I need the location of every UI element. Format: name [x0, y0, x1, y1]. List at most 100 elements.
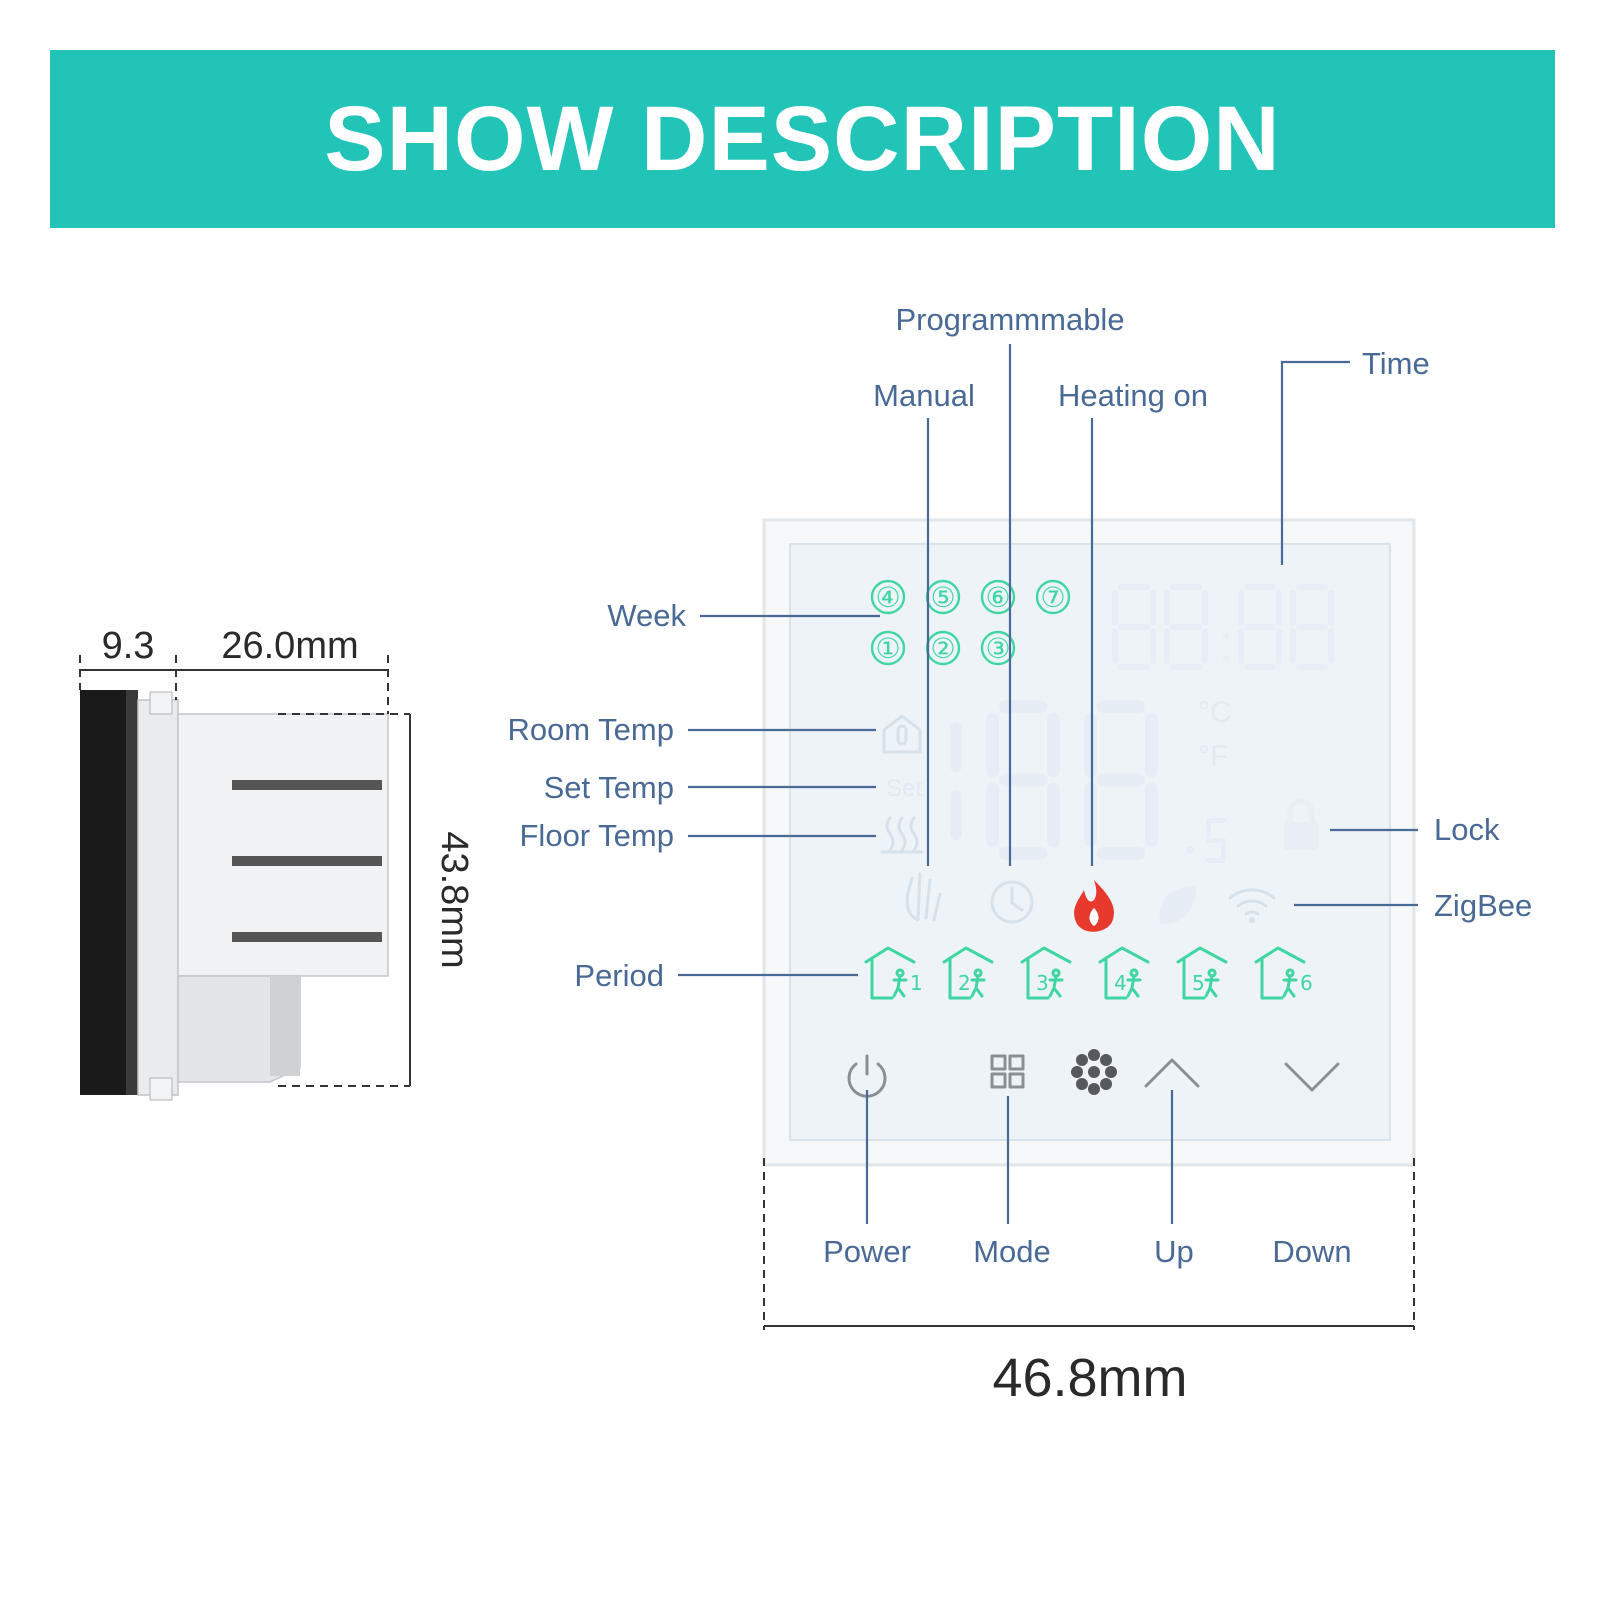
time-digit [1170, 584, 1202, 590]
wifi-icon [1228, 888, 1276, 923]
period-number: 2 [958, 971, 971, 995]
sensor-dot [1071, 1066, 1083, 1078]
period-4-icon: 4 [1098, 946, 1150, 1000]
side-front-plate [80, 690, 132, 1095]
unit-celsius: °C [1198, 696, 1232, 729]
side-view: 9.3 26.0mm 43.8mm [79, 625, 475, 1101]
manual-hand-icon [905, 872, 942, 922]
week-day-7: ⑦ [1040, 581, 1065, 614]
floor-heat-icon [880, 816, 924, 854]
label-period: Period [574, 958, 664, 993]
label-programmable: Programmmable [895, 302, 1124, 337]
label-room-temp: Room Temp [507, 712, 674, 747]
time-digit [1112, 590, 1118, 626]
time-digit [1150, 628, 1156, 664]
temp-digit [950, 722, 962, 772]
sensor-dot [1105, 1066, 1117, 1078]
week-day-5: ⑤ [930, 581, 955, 614]
set-indicator: Set [886, 775, 922, 802]
temp-decimal [1206, 838, 1226, 843]
up-button[interactable] [1144, 1058, 1200, 1088]
label-zigbee: ZigBee [1434, 888, 1532, 923]
time-digit [1276, 628, 1282, 664]
period-number: 1 [910, 971, 923, 995]
time-digit [1296, 624, 1328, 630]
time-digit [1202, 628, 1208, 664]
period-number: 4 [1114, 971, 1127, 995]
period-number: 3 [1036, 971, 1049, 995]
week-day-4: ④ [875, 581, 900, 614]
temp-digit [999, 773, 1047, 787]
time-digit [1238, 628, 1244, 664]
time-digit [1296, 664, 1328, 670]
time-digit [1118, 624, 1150, 630]
label-set-temp: Set Temp [544, 770, 674, 805]
time-digit [1290, 628, 1296, 664]
temp-digit [1097, 847, 1145, 860]
down-button[interactable] [1284, 1062, 1340, 1092]
sensor-dot [1075, 1078, 1088, 1091]
label-week: Week [607, 598, 686, 633]
temp-digit [1047, 782, 1060, 847]
temp-digit [1084, 782, 1097, 847]
week-day-3: ③ [985, 632, 1010, 665]
sensor-dot [1075, 1053, 1088, 1066]
time-digit [1150, 590, 1156, 626]
period-number: 5 [1192, 971, 1205, 995]
period-number: 6 [1300, 971, 1313, 995]
time-digit [1202, 590, 1208, 626]
sensor-dot [1088, 1049, 1100, 1061]
sensor-dot [1100, 1053, 1113, 1066]
label-time: Time [1362, 346, 1430, 381]
temp-digit [1145, 782, 1158, 847]
side-frame [137, 699, 179, 1096]
temp-digit [986, 713, 999, 778]
temp-digit [1047, 713, 1060, 778]
front-width: 46.8mm [992, 1348, 1187, 1408]
sensor-dot [1088, 1066, 1100, 1078]
temp-digit [1084, 713, 1097, 778]
time-digit [1170, 664, 1202, 670]
leaf-icon [1159, 886, 1196, 925]
time-digit [1244, 584, 1276, 590]
week-indicators: ④ ⑤ ⑥ ⑦ ① ② ③ [870, 579, 1071, 666]
time-digit [1118, 664, 1150, 670]
time-display [1112, 584, 1334, 670]
week-day-2: ② [930, 632, 955, 665]
period-1-icon: 1 [864, 946, 923, 1000]
temp-decimal [1221, 840, 1226, 860]
lock-icon [1284, 798, 1318, 850]
header-banner: SHOW DESCRIPTION [50, 50, 1555, 228]
time-digit [1290, 590, 1296, 626]
temp-digit [986, 782, 999, 847]
label-power: Power [823, 1234, 911, 1269]
time-digit [1164, 590, 1170, 626]
time-digit [1244, 624, 1276, 630]
label-manual: Manual [873, 378, 975, 413]
sensor-dots-icon [1071, 1049, 1117, 1095]
mode-button[interactable] [990, 1054, 1025, 1089]
side-height: 43.8mm [433, 831, 475, 968]
temp-digit [950, 790, 962, 840]
callout-labels: Programmmable Manual Heating on Time Wee… [507, 302, 1532, 1269]
label-lock: Lock [1434, 812, 1500, 847]
sensor-dot [1088, 1083, 1100, 1095]
period-2-icon: 2 [942, 946, 994, 1000]
temp-decimal [1206, 818, 1211, 838]
time-digit [1328, 628, 1334, 664]
label-down: Down [1272, 1234, 1351, 1269]
label-heating-on: Heating on [1058, 378, 1208, 413]
leader-lines [678, 344, 1418, 1224]
temp-digit [1097, 700, 1145, 713]
temp-digit [1097, 773, 1145, 787]
period-3-icon: 3 [1020, 946, 1072, 1000]
unit-fahrenheit: °F [1198, 740, 1228, 773]
time-digit [1238, 590, 1244, 626]
time-digit [1164, 628, 1170, 664]
time-digit [1118, 584, 1150, 590]
week-day-1: ① [875, 632, 900, 665]
side-depth-a: 9.3 [102, 625, 155, 667]
temp-digit [999, 700, 1047, 713]
temp-digit [1145, 713, 1158, 778]
flame-icon [1074, 880, 1114, 932]
